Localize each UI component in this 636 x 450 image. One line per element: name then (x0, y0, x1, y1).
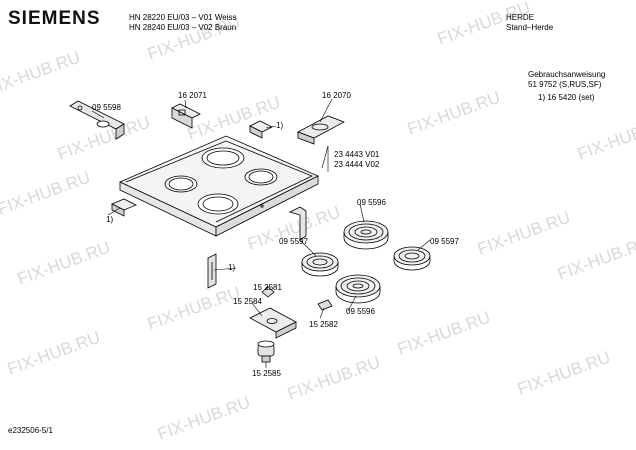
support-bracket-mid (288, 206, 307, 241)
watermark: FIX-HUB.RU (555, 233, 636, 284)
note-label-1: 1) (228, 263, 236, 272)
watermark: FIX-HUB.RU (5, 328, 103, 379)
note-label-1: 1) (106, 215, 114, 224)
model-line-1: HN 28220 EU/03 – V01 Weiss (129, 13, 237, 22)
watermark: FIX-HUB.RU (15, 238, 113, 289)
knob-152585 (257, 340, 275, 363)
part-label-152584: 15 2584 (233, 297, 262, 306)
watermark: FIX-HUB.RU (475, 208, 573, 259)
part-label-162070: 16 2070 (322, 91, 351, 100)
part-152581 (261, 286, 275, 298)
manual-title: Gebrauchsanweisung (528, 70, 606, 79)
clip-left-1 (111, 198, 137, 217)
part-label-162071: 16 2071 (178, 91, 207, 100)
part-label-152581: 15 2581 (253, 283, 282, 292)
heating-element-095596-top (343, 220, 389, 250)
part-label-152582: 15 2582 (309, 320, 338, 329)
watermark: FIX-HUB.RU (145, 283, 243, 334)
heating-element-095597-right (393, 246, 431, 271)
watermark: FIX-HUB.RU (395, 308, 493, 359)
bracket-152584 (249, 307, 297, 339)
part-label-095597-left: 09 5597 (279, 237, 308, 246)
cooktop-plate (119, 135, 319, 237)
bracket-095598 (69, 100, 125, 140)
manual-number: 51 9752 (S,RUS,SF) (528, 80, 602, 89)
watermark: FIX-HUB.RU (0, 48, 83, 99)
part-label-234444: 23 4444 V02 (334, 160, 380, 169)
watermark: FIX-HUB.RU (155, 393, 253, 444)
trim-162070 (297, 115, 345, 145)
part-label-095597-right: 09 5597 (430, 237, 459, 246)
heating-element-095596-bottom (335, 274, 381, 304)
drawing-layer (69, 98, 431, 368)
watermark: FIX-HUB.RU (575, 113, 636, 164)
category-label: HERDE (506, 13, 535, 22)
heating-element-095597-left (301, 252, 339, 277)
model-line-2: HN 28240 EU/03 – V02 Braun (129, 23, 237, 32)
watermark: FIX-HUB.RU (185, 93, 283, 144)
part-label-234443: 23 4443 V01 (334, 150, 380, 159)
support-bracket-left (207, 253, 217, 289)
part-label-095598: 09 5598 (92, 103, 121, 112)
watermark: FIX-HUB.RU (285, 353, 383, 404)
leader-lines (91, 98, 431, 368)
document-id: e232506-5/1 (8, 426, 53, 435)
brand-logo: SIEMENS (8, 8, 101, 29)
part-152582 (317, 299, 333, 311)
clip-right-1 (249, 120, 273, 139)
set-note: 1) 16 5420 (set) (538, 93, 595, 102)
watermark: FIX-HUB.RU (405, 88, 503, 139)
part-label-152585: 15 2585 (252, 369, 281, 378)
part-label-095596-top: 09 5596 (357, 198, 386, 207)
note-label-1: 1) (276, 121, 284, 130)
subcategory-label: Stand–Herde (506, 23, 554, 32)
watermark: FIX-HUB.RU (515, 348, 613, 399)
clip-162071 (171, 103, 201, 129)
part-label-095596-bottom: 09 5596 (346, 307, 375, 316)
watermark: FIX-HUB.RU (0, 168, 93, 219)
